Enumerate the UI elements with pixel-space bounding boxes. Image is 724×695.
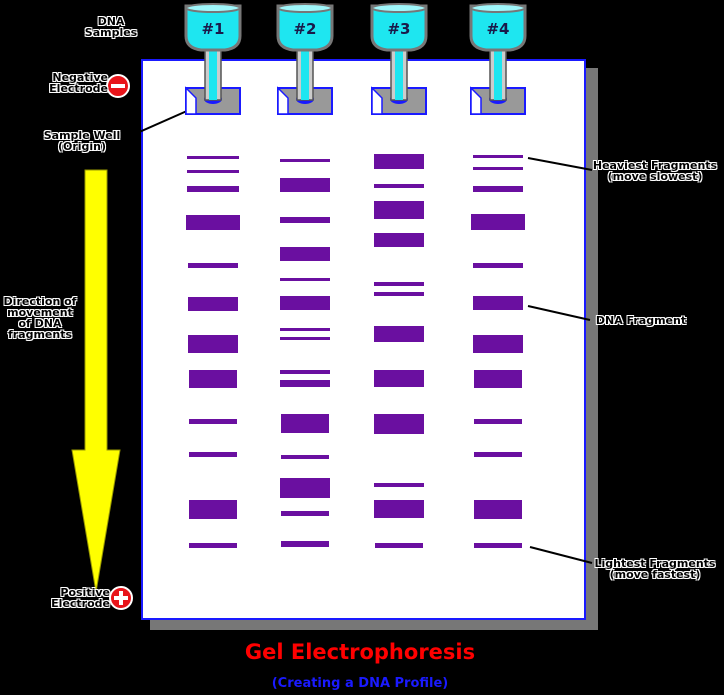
dna-fragment-pointer: [527, 305, 591, 321]
dna-band-lane-2: [281, 455, 329, 459]
dna-band-lane-1: [188, 263, 238, 268]
dna-band-lane-2: [280, 380, 330, 387]
sample-lane-2: #2: [276, 3, 334, 115]
dna-band-lane-3: [374, 370, 424, 387]
dna-band-lane-1: [186, 215, 240, 230]
dna-band-lane-2: [280, 370, 330, 374]
dna-band-lane-2: [281, 511, 329, 516]
negative-electrode-icon: [106, 74, 130, 98]
dna-band-lane-3: [374, 154, 424, 169]
sample-number-label: #3: [387, 20, 410, 38]
dna-band-lane-3: [375, 543, 423, 548]
positive-electrode-icon: [109, 586, 133, 610]
dna-band-lane-4: [473, 155, 523, 158]
dna-band-lane-3: [374, 414, 424, 434]
lanes: #1 #2 #3 #4: [184, 3, 527, 115]
diagram-title: Gel Electrophoresis: [244, 640, 476, 664]
dna-band-lane-3: [374, 326, 424, 342]
sample-number-label: #1: [201, 20, 224, 38]
heaviest-pointer: [527, 157, 593, 171]
sample-number-label: #2: [293, 20, 316, 38]
sample-number-label: #4: [486, 20, 509, 38]
dna-band-lane-2: [280, 328, 330, 331]
dna-band-lane-3: [374, 500, 424, 518]
sample-lane-1: #1: [184, 3, 242, 115]
dna-band-lane-1: [189, 452, 237, 457]
dna-band-lane-1: [187, 156, 239, 159]
dna-band-lane-4: [474, 500, 522, 519]
dna-band-lane-1: [187, 170, 239, 173]
sample-well-label: Sample Well(Origin): [43, 129, 121, 153]
diagram-subtitle: (Creating a DNA Profile): [271, 676, 449, 691]
dna-band-lane-2: [280, 478, 330, 498]
dna-band-lane-4: [474, 370, 522, 388]
lightest-pointer: [529, 546, 593, 564]
dna-band-lane-2: [280, 178, 330, 192]
dna-band-lane-2: [280, 159, 330, 162]
dna-band-lane-3: [374, 184, 424, 188]
dna-band-lane-1: [188, 297, 238, 311]
dna-band-lane-2: [280, 337, 330, 340]
direction-arrow: [71, 169, 121, 593]
dna-band-lane-1: [187, 186, 239, 192]
dna-band-lane-1: [189, 500, 237, 519]
sample-lane-4: #4: [469, 3, 527, 115]
sample-tube: [184, 4, 242, 52]
dna-band-lane-4: [474, 543, 522, 548]
dna-band-lane-4: [471, 214, 525, 230]
dna-band-lane-2: [280, 296, 330, 310]
lightest-fragments-label: Lightest Fragments(move fastest): [594, 557, 716, 581]
dna-band-lane-2: [280, 278, 330, 281]
heaviest-fragments-label: Heaviest Fragments(move slowest): [592, 159, 718, 183]
dna-band-lane-1: [189, 419, 237, 424]
sample-tube: [276, 4, 334, 52]
dna-band-lane-3: [374, 282, 424, 286]
dna-band-lane-4: [473, 263, 523, 268]
dna-band-lane-2: [281, 541, 329, 547]
dna-band-lane-2: [280, 217, 330, 223]
dna-band-lane-4: [474, 419, 522, 424]
dna-band-lane-1: [189, 543, 237, 548]
dna-band-lane-4: [473, 335, 523, 353]
dna-band-lane-4: [473, 296, 523, 310]
sample-tube: [469, 4, 527, 52]
dna-band-lane-3: [374, 483, 424, 487]
dna-band-lane-3: [374, 233, 424, 247]
dna-band-lane-2: [280, 247, 330, 261]
dna-band-lane-4: [473, 167, 523, 170]
dna-band-lane-3: [374, 201, 424, 219]
dna-band-lane-4: [474, 452, 522, 457]
dna-band-lane-3: [374, 292, 424, 296]
dna-band-lane-2: [281, 414, 329, 433]
sample-tube: [370, 4, 428, 52]
sample-lane-3: #3: [370, 3, 428, 115]
dna-fragment-label: DNA Fragment: [595, 314, 687, 327]
bands: [186, 154, 525, 548]
dna-band-lane-4: [473, 186, 523, 192]
dna-band-lane-1: [188, 335, 238, 353]
dna-band-lane-1: [189, 370, 237, 388]
